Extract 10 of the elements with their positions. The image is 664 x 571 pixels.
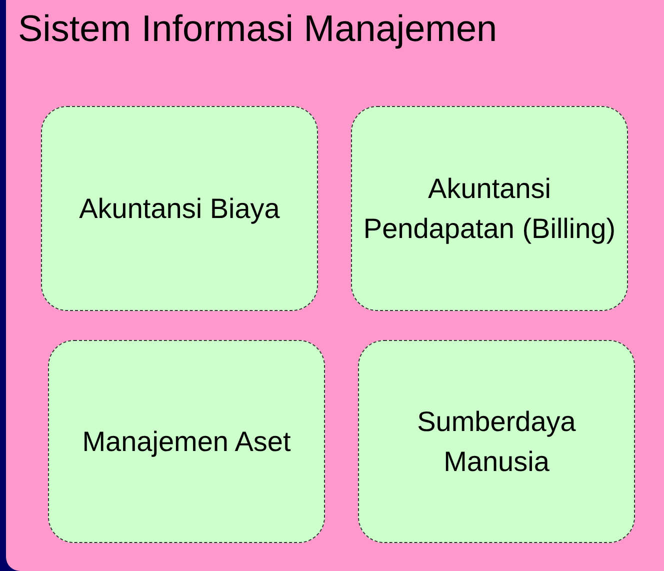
system-panel [6, 0, 664, 571]
module-label: Akuntansi Pendapatan (Billing) [362, 172, 617, 246]
module-label: Manajemen Aset [81, 424, 292, 459]
module-box [351, 106, 628, 311]
module-box [48, 340, 325, 543]
module-label: Akuntansi Biaya [78, 192, 281, 226]
module-box [41, 106, 318, 311]
module-box [358, 340, 635, 543]
panel-title: Sistem Informasi Manajemen [18, 8, 498, 50]
module-label: Sumberdaya Manusia [416, 405, 577, 478]
